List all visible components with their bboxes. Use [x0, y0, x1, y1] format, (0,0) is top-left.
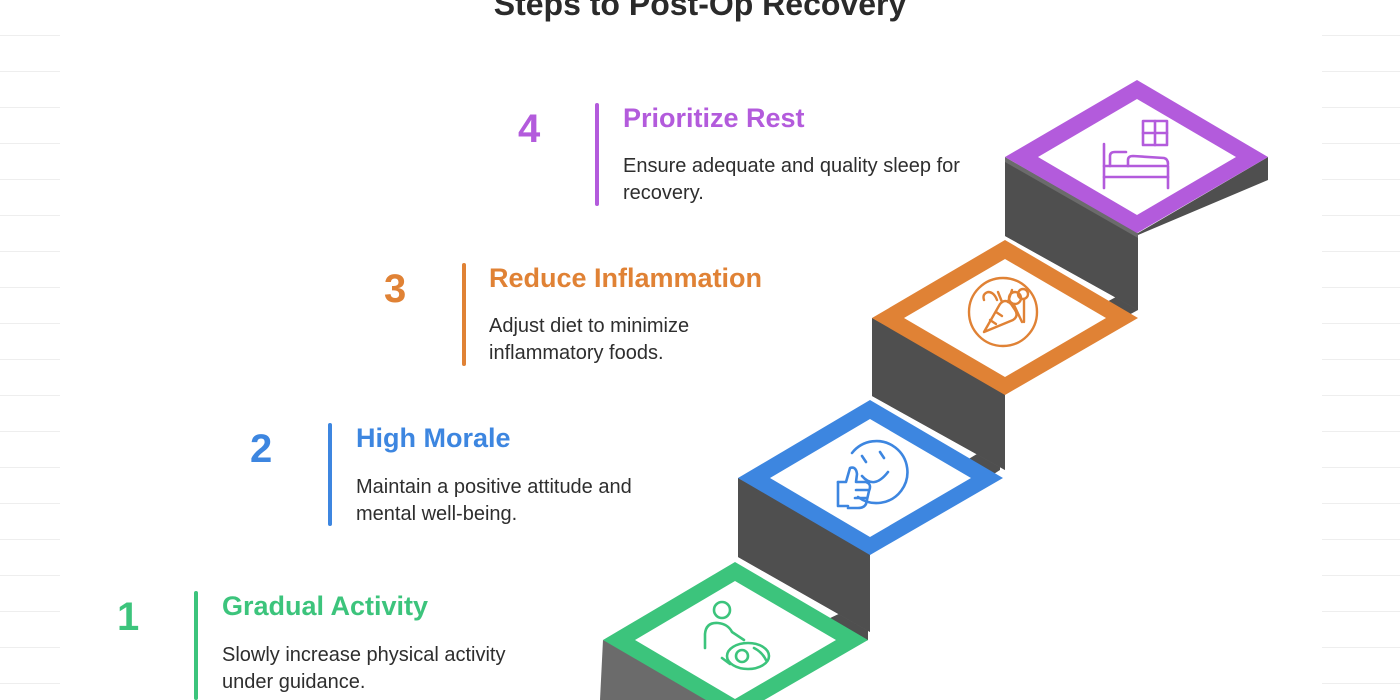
- step-1-description: Slowly increase physical activity under …: [222, 644, 506, 693]
- step-1-number: 1: [117, 595, 140, 639]
- step-2-number: 2: [250, 427, 273, 471]
- step-2-bar: [328, 423, 332, 526]
- riser-2-side: [872, 318, 1005, 470]
- step-4-description: Ensure adequate and quality sleep for re…: [623, 155, 960, 204]
- step-1-tread: [603, 562, 868, 700]
- step-4-bar: [595, 103, 599, 206]
- step-2-description: Maintain a positive attitude and mental …: [356, 476, 632, 525]
- step-3-title: Reduce Inflammation: [489, 263, 763, 293]
- step-4-title: Prioritize Rest: [623, 103, 805, 133]
- caregiver-icon: [703, 600, 771, 671]
- riser-1-side: [738, 478, 870, 632]
- step-4-tread: [1005, 80, 1268, 233]
- step-3-tread: [872, 240, 1138, 395]
- step-3-description: Adjust diet to minimize inflammatory foo…: [489, 315, 690, 364]
- riser-3-side: [1005, 162, 1138, 310]
- step-2-title: High Morale: [356, 423, 511, 453]
- step-3-bar: [462, 263, 466, 366]
- step-4-number: 4: [518, 107, 541, 151]
- page-title: Steps to Post-Op Recovery: [493, 0, 907, 22]
- step-1-bar: [194, 591, 198, 700]
- step-3-number: 3: [384, 267, 407, 311]
- smiley-thumbs-up-icon: [836, 439, 909, 510]
- step-2-tread: [738, 400, 1003, 555]
- step-1-title: Gradual Activity: [222, 591, 429, 621]
- carrot-broccoli-icon: [967, 276, 1039, 348]
- bed-window-icon: [1102, 119, 1170, 190]
